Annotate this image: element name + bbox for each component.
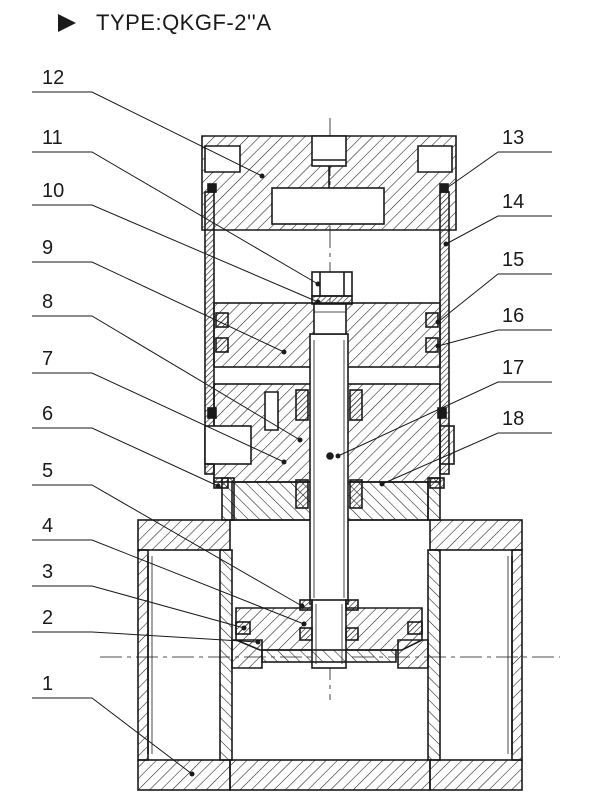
callout-labels-left: 12 11 10 9 8 7 6 5 4 3 2 1 xyxy=(42,67,64,695)
callout-15: 15 xyxy=(502,249,524,271)
callout-12: 12 xyxy=(42,67,64,89)
valve-disc xyxy=(235,599,423,669)
play-triangle-icon xyxy=(58,14,76,32)
valve-body xyxy=(137,477,523,791)
callout-13: 13 xyxy=(502,127,524,149)
leader-lines xyxy=(32,91,552,775)
stem-seals xyxy=(295,389,363,509)
callout-7: 7 xyxy=(42,348,53,370)
drawing-title: TYPE:QKGF-2''A xyxy=(96,10,272,35)
callout-2: 2 xyxy=(42,607,53,629)
callout-16: 16 xyxy=(502,305,524,327)
callout-18: 18 xyxy=(502,408,524,430)
stem-nut xyxy=(311,271,353,335)
valve-stem xyxy=(309,333,349,605)
header: TYPE:QKGF-2''A xyxy=(58,6,272,40)
leader-dots xyxy=(189,173,449,777)
callout-5: 5 xyxy=(42,460,53,482)
top-cap xyxy=(201,135,457,231)
callout-1: 1 xyxy=(42,673,53,695)
callout-11: 11 xyxy=(42,127,63,149)
callout-4: 4 xyxy=(42,515,53,537)
callout-labels-right: 13 14 15 16 17 18 xyxy=(502,127,524,430)
callout-8: 8 xyxy=(42,291,53,313)
callout-6: 6 xyxy=(42,403,53,425)
callout-17: 17 xyxy=(502,357,524,379)
callout-10: 10 xyxy=(42,180,64,202)
callout-9: 9 xyxy=(42,237,53,259)
callout-3: 3 xyxy=(42,561,53,583)
callout-14: 14 xyxy=(502,191,524,213)
